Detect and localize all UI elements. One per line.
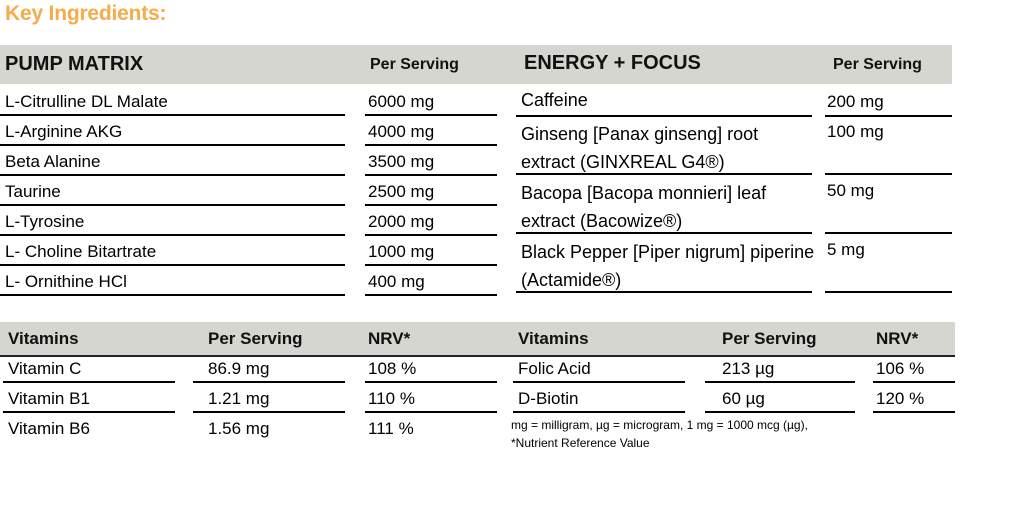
table-row-amount: 2000 mg [368, 212, 435, 231]
row-divider [0, 174, 345, 176]
vitamins-left-header-nrv: NRV* [368, 329, 411, 348]
page-title: Key Ingredients: [5, 2, 167, 25]
table-row-name: L- Choline Bitartrate [5, 242, 157, 261]
table-row-name: Vitamin B6 [8, 419, 90, 438]
table-row-amount: 1.21 mg [208, 389, 270, 408]
table-row-amount: 200 mg [827, 92, 884, 111]
table-row-name: Caffeine [521, 90, 588, 110]
row-divider [825, 232, 952, 234]
row-divider [516, 173, 812, 175]
table-row-amount: 5 mg [827, 240, 865, 259]
row-divider [3, 381, 175, 383]
main-header-band [0, 45, 952, 84]
table-row-amount: 1000 mg [368, 242, 435, 261]
table-row-nrv: 108 % [368, 359, 417, 378]
row-divider [365, 294, 497, 296]
table-row-amount: 400 mg [368, 272, 425, 291]
table-row-name: L-Citrulline DL Malate [5, 92, 168, 111]
vitamins-header-band [0, 322, 955, 357]
table-row-name: Vitamin C [8, 359, 82, 378]
row-divider [365, 381, 497, 383]
table-row-name: Black Pepper [Piper nigrum] piperine (Ac… [521, 242, 815, 290]
table-row-name: L- Ornithine HCl [5, 272, 127, 291]
footnote-line-1: mg = milligram, µg = microgram, 1 mg = 1… [511, 418, 808, 432]
row-divider [705, 411, 855, 413]
row-divider [513, 411, 685, 413]
footnote-line-2: *Nutrient Reference Value [511, 436, 650, 450]
table-row-nrv: 120 % [876, 389, 925, 408]
table-row-amount: 86.9 mg [208, 359, 270, 378]
energy-focus-header-name: ENERGY + FOCUS [524, 52, 701, 74]
row-divider [193, 381, 345, 383]
table-row-name: Bacopa [Bacopa monnieri] leaf extract (B… [521, 183, 767, 231]
table-row-amount: 60 µg [722, 389, 765, 408]
table-row-amount: 100 mg [827, 122, 884, 141]
table-row-amount: 3500 mg [368, 152, 435, 171]
row-divider [3, 411, 175, 413]
vitamins-right-header-nrv: NRV* [876, 329, 919, 348]
row-divider [365, 234, 497, 236]
row-divider [705, 381, 855, 383]
table-row-nrv: 111 % [368, 419, 414, 438]
row-divider [365, 174, 497, 176]
row-divider [365, 114, 497, 116]
pump-matrix-header-amount: Per Serving [370, 56, 459, 73]
row-divider [365, 204, 497, 206]
row-divider [516, 115, 812, 117]
table-row-amount: 4000 mg [368, 122, 435, 141]
pump-matrix-header-name: PUMP MATRIX [5, 53, 144, 75]
row-divider [0, 234, 345, 236]
row-divider [873, 411, 955, 413]
table-row-amount: 213 µg [722, 359, 775, 378]
vitamins-right-header-name: Vitamins [518, 329, 589, 348]
table-row-amount: 1.56 mg [208, 419, 270, 438]
row-divider [0, 204, 345, 206]
row-divider [365, 144, 497, 146]
row-divider [825, 115, 952, 117]
table-row-name: Taurine [5, 182, 61, 201]
row-divider [0, 264, 345, 266]
table-row-name: Ginseng [Panax ginseng] root extract (GI… [521, 124, 759, 172]
table-row-amount: 50 mg [827, 181, 875, 200]
row-divider [825, 291, 952, 293]
table-row-nrv: 110 % [368, 389, 415, 408]
table-row-name: Beta Alanine [5, 152, 101, 171]
row-divider [516, 232, 812, 234]
row-divider [0, 294, 345, 296]
table-row-amount: 6000 mg [368, 92, 435, 111]
row-divider [193, 411, 345, 413]
table-row-name: Folic Acid [518, 359, 591, 378]
row-divider [873, 381, 955, 383]
row-divider [513, 381, 685, 383]
table-row-nrv: 106 % [876, 359, 925, 378]
row-divider [825, 173, 952, 175]
vitamins-left-header-name: Vitamins [8, 329, 79, 348]
row-divider [365, 411, 497, 413]
row-divider [516, 291, 812, 293]
table-row-name: L-Tyrosine [5, 212, 85, 231]
row-divider [0, 114, 345, 116]
vitamins-right-header-amount: Per Serving [722, 329, 817, 348]
table-row-name: D-Biotin [518, 389, 579, 408]
vitamins-left-header-amount: Per Serving [208, 329, 303, 348]
row-divider [365, 264, 497, 266]
table-row-amount: 2500 mg [368, 182, 435, 201]
table-row-name: Vitamin B1 [8, 389, 90, 408]
energy-focus-header-amount: Per Serving [833, 56, 922, 73]
table-row-name: L-Arginine AKG [5, 122, 123, 141]
row-divider [0, 144, 345, 146]
